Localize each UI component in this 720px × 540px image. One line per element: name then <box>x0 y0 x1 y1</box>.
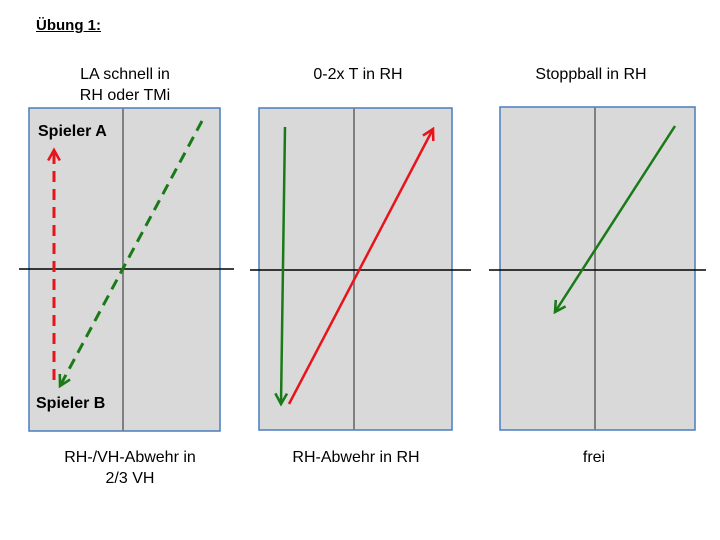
drill-1-top-caption-line2: RH oder TMi <box>79 87 171 104</box>
drill-3-top-caption-line1: Stoppball in RH <box>535 66 647 83</box>
table-1-arrow-green-dashed <box>60 120 204 386</box>
drill-2-bottom-caption-line1: RH-Abwehr in RH <box>292 449 420 466</box>
table-2 <box>250 107 471 431</box>
table-2-surface <box>258 107 453 431</box>
exercise-title: Übung 1: <box>36 17 101 34</box>
drill-1-top-caption: LA schnell in RH oder TMi <box>25 64 225 106</box>
drill-1-bottom-caption-line2: 2/3 VH <box>105 470 155 487</box>
table-2-arrow-green <box>281 126 285 404</box>
drill-1-bottom-caption: RH-/VH-Abwehr in 2/3 VH <box>30 447 230 489</box>
table-2-arrow-red <box>287 129 433 405</box>
player-a-label: Spieler A <box>38 123 107 140</box>
drill-3-top-caption: Stoppball in RH <box>491 64 691 85</box>
table-1 <box>19 107 234 432</box>
player-b-label: Spieler B <box>36 395 106 412</box>
drill-2-top-caption: 0-2x T in RH <box>258 64 458 85</box>
drill-2-top-caption-line1: 0-2x T in RH <box>313 66 403 83</box>
drill-3-bottom-caption: frei <box>494 447 694 468</box>
drill-2-bottom-caption: RH-Abwehr in RH <box>256 447 456 468</box>
drill-1-top-caption-line1: LA schnell in <box>80 66 170 83</box>
table-3-arrow-green <box>555 125 677 312</box>
drill-3-bottom-caption-line1: frei <box>582 449 606 466</box>
drill-1-bottom-caption-line1: RH-/VH-Abwehr in <box>64 449 196 466</box>
table-3-surface <box>499 106 696 431</box>
table-3 <box>489 106 706 431</box>
